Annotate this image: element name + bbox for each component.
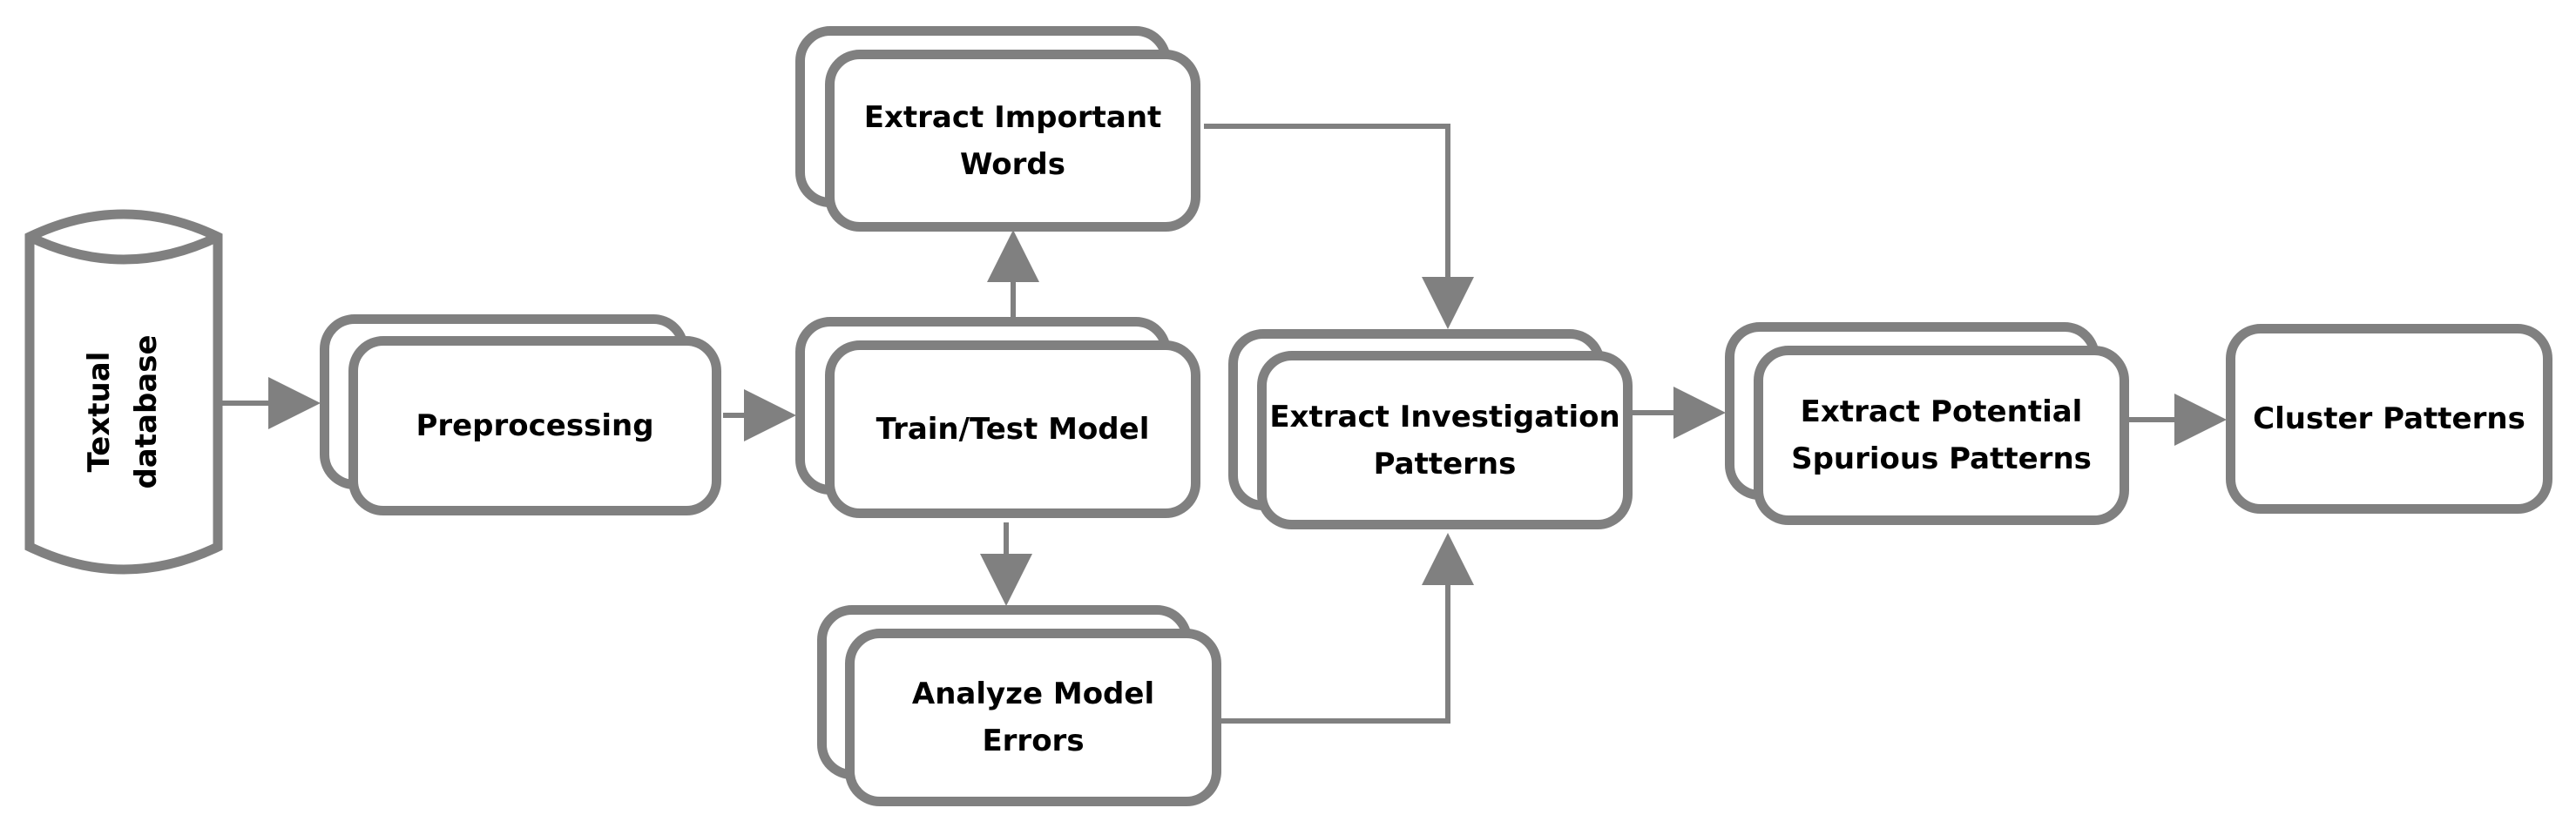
database-cylinder <box>24 209 223 575</box>
cluster-label: Cluster Patterns <box>2253 401 2525 436</box>
extract-words-box <box>825 50 1200 232</box>
spurious-label: Extract Potential Spurious Patterns <box>1791 394 2092 476</box>
database-label: Textual database <box>82 334 164 489</box>
edge-analyze-errors-investigation <box>1221 533 1474 724</box>
cluster-box <box>2226 324 2552 514</box>
preprocessing-label: Preprocessing <box>416 408 654 443</box>
extract-words-label: Extract Important Words <box>863 99 1162 182</box>
investigation-label: Extract Investigation Patterns <box>1269 399 1620 481</box>
analyze-errors-box <box>845 629 1221 806</box>
train-test-label: Train/Test Model <box>876 412 1150 447</box>
train-test-box <box>825 340 1200 518</box>
spurious-box <box>1754 346 2129 525</box>
preprocessing-box <box>348 336 721 515</box>
analyze-errors-label: Analyze Model Errors <box>911 677 1155 758</box>
investigation-box <box>1257 351 1633 529</box>
edge-extract-words-investigation <box>1204 124 1474 329</box>
